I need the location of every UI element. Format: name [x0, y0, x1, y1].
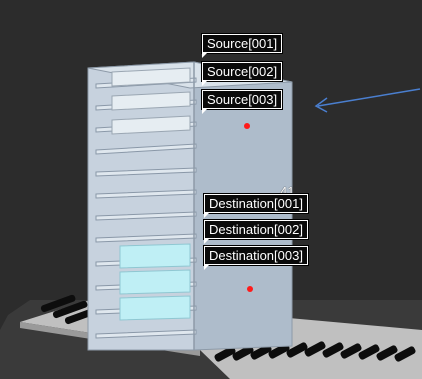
- source-tray: [111, 67, 191, 87]
- source-tray: [111, 91, 191, 111]
- destination-label-002[interactable]: Destination[002]: [204, 220, 308, 244]
- source-marker[interactable]: [244, 123, 250, 129]
- arrow-pointer-icon: [314, 88, 421, 113]
- source-label-002[interactable]: Source[002]: [202, 62, 283, 86]
- source-tray: [111, 115, 191, 135]
- destination-trays[interactable]: [119, 243, 191, 321]
- destination-marker[interactable]: [247, 286, 253, 292]
- destination-label-003[interactable]: Destination[003]: [204, 246, 308, 270]
- source-trays[interactable]: [111, 67, 191, 135]
- destination-label-001[interactable]: Destination[001]: [204, 194, 308, 218]
- source-label-001[interactable]: Source[001]: [202, 34, 283, 58]
- source-label-003[interactable]: Source[003]: [202, 90, 283, 114]
- feeder-slots-right: [214, 341, 416, 362]
- destination-tray: [119, 269, 191, 295]
- destination-tray: [119, 295, 191, 321]
- destination-tray: [119, 243, 191, 269]
